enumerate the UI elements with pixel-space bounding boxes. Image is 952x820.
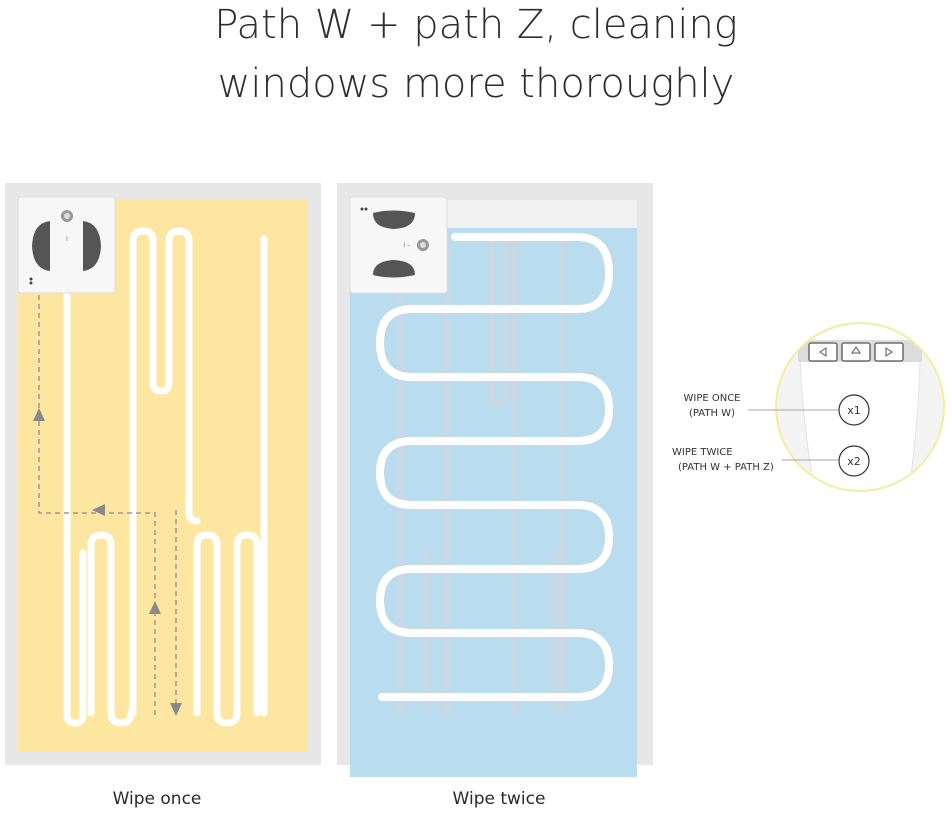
wipe-twice-callout: WIPE TWICE (PATH W + PATH Z)	[664, 446, 794, 475]
wipe-twice-caption: Wipe twice	[349, 789, 649, 809]
x2-label: x2	[847, 455, 861, 468]
headline-line-2: windows more thoroughly	[0, 64, 952, 104]
wipe-once-illustration: !	[5, 183, 321, 765]
svg-text:i –: i –	[404, 242, 411, 249]
wipe-once-subtitle: (PATH W)	[676, 407, 748, 422]
wipe-once-caption: Wipe once	[7, 789, 307, 809]
wipe-twice-title: WIPE TWICE	[664, 446, 794, 461]
x1-label: x1	[847, 404, 861, 417]
wipe-twice-illustration: i –	[337, 183, 653, 777]
headline-line-1: Path W + path Z, cleaning	[0, 5, 952, 45]
robot-device-card: i –	[350, 197, 447, 293]
robot-device-card: !	[18, 197, 115, 293]
direction-buttons	[809, 343, 903, 361]
svg-text:!: !	[66, 236, 68, 243]
wipe-once-title: WIPE ONCE	[676, 392, 748, 407]
wipe-once-callout: WIPE ONCE (PATH W)	[676, 392, 748, 421]
wipe-twice-subtitle: (PATH W + PATH Z)	[664, 461, 794, 476]
